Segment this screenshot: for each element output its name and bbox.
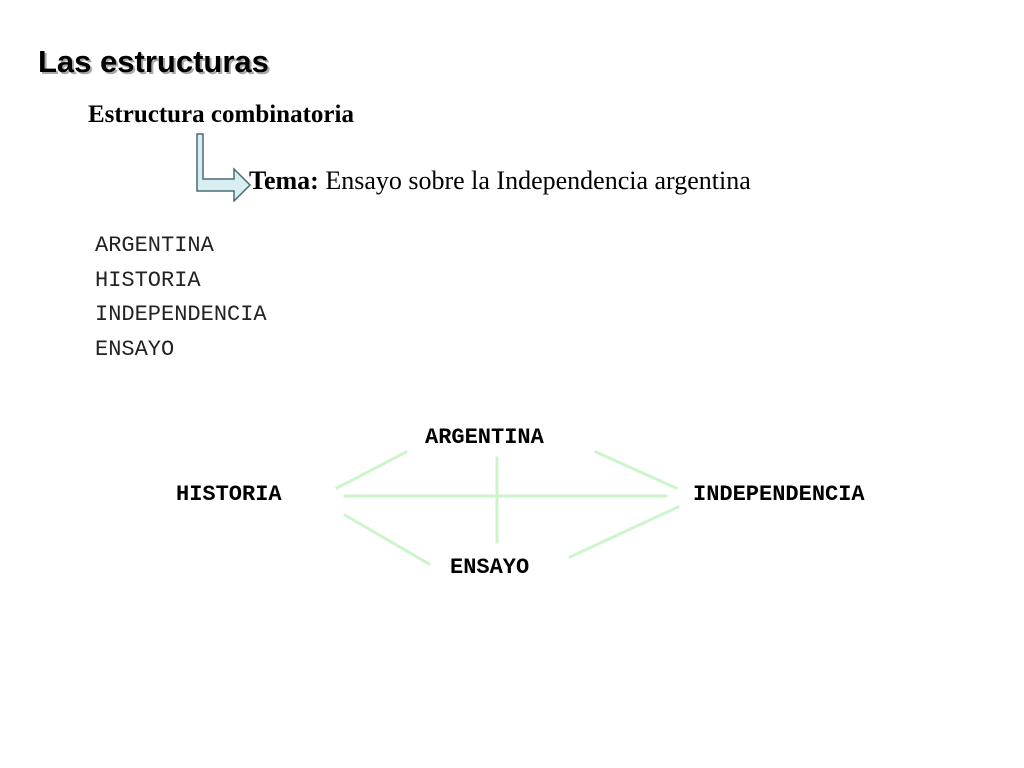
connector-argentina-independencia	[594, 450, 678, 490]
word-list-item: ENSAYO	[95, 336, 175, 362]
connector-historia-ensayo	[342, 512, 432, 567]
tema-line: Tema: Ensayo sobre la Independencia arge…	[249, 166, 751, 196]
slide-title: Las estructuras	[38, 44, 269, 79]
word-list-item: ARGENTINA	[95, 233, 214, 258]
node-ensayo: ENSAYO	[450, 555, 530, 580]
word-list: ARGENTINA HISTORIA INDEPENDENCIA ENSAYO	[95, 231, 267, 369]
tema-label: Tema:	[249, 166, 319, 195]
word-list-item: INDEPENDENCIA	[95, 302, 267, 327]
tema-text: Ensayo sobre la Independencia argentina	[325, 166, 751, 195]
node-independencia: INDEPENDENCIA	[693, 482, 865, 507]
node-historia: HISTORIA	[176, 482, 282, 507]
arrow-shape	[196, 133, 252, 202]
connector-argentina-historia	[334, 449, 409, 491]
slide-subtitle: Estructura combinatoria	[88, 101, 354, 128]
down-right-bent-arrow-icon	[196, 133, 252, 202]
connector-independencia-ensayo	[568, 505, 680, 559]
node-argentina: ARGENTINA	[425, 425, 544, 450]
word-list-item: HISTORIA	[95, 267, 201, 293]
